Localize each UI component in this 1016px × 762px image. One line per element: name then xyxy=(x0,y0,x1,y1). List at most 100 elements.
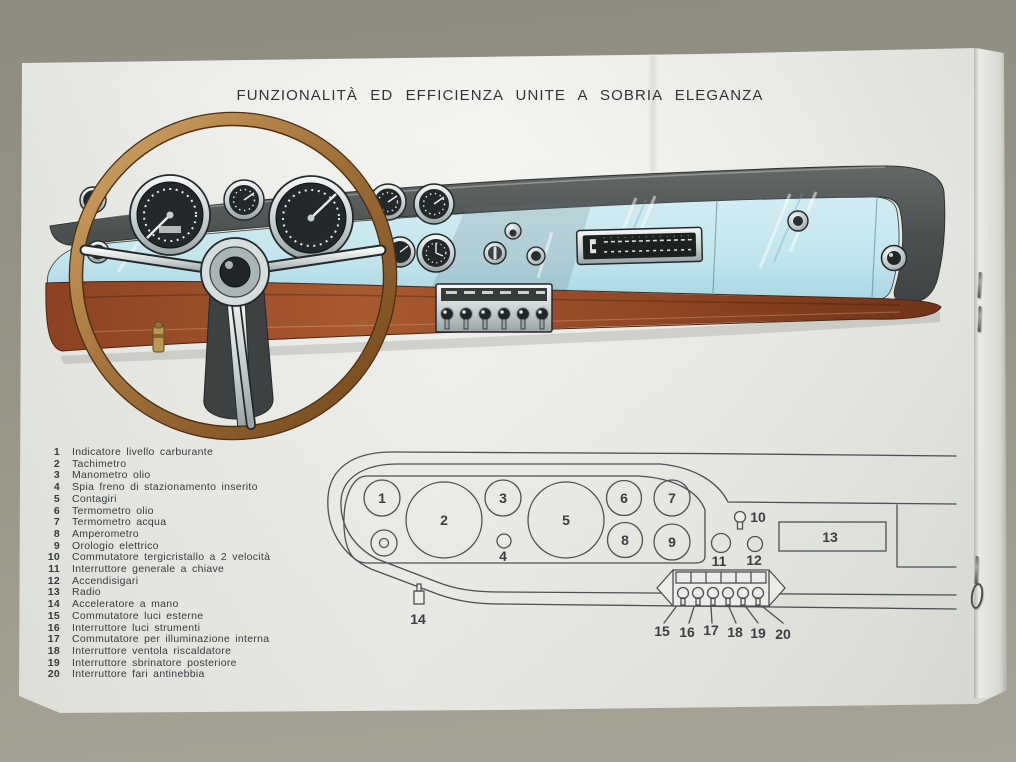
cigarette-lighter-knob xyxy=(526,246,546,266)
legend-item-label: Contagiri xyxy=(72,492,117,505)
legend-item-label: Indicatore livello carburante xyxy=(72,446,214,458)
svg-text:6: 6 xyxy=(620,490,628,506)
svg-text:7: 7 xyxy=(668,490,676,506)
steering-column xyxy=(203,291,274,431)
panel-light-knob xyxy=(787,210,809,232)
wiper-switch-knob xyxy=(504,222,522,240)
radio xyxy=(575,226,704,266)
diagram-hand-throttle-icon xyxy=(413,583,425,605)
legend-item-number: 2 xyxy=(53,457,60,470)
svg-text:10: 10 xyxy=(750,509,766,525)
diagram-switch-panel xyxy=(656,569,786,624)
diagram-switch-10-icon xyxy=(733,510,747,530)
svg-text:3: 3 xyxy=(499,490,507,506)
svg-text:19: 19 xyxy=(750,625,766,641)
switch-panel xyxy=(435,283,553,333)
legend-item-number: 19 xyxy=(47,656,60,669)
steering-hub xyxy=(200,237,270,307)
page-title: FUNZIONALITÀ ED EFFICIENZA UNITE A SOBRI… xyxy=(236,87,764,104)
svg-text:13: 13 xyxy=(822,529,838,545)
legend-item: 17 Commutatore per illuminazione interna xyxy=(46,634,366,646)
legend-item: 12 Accendisigari xyxy=(46,574,366,588)
svg-text:20: 20 xyxy=(775,626,791,642)
legend-item-number: 14 xyxy=(47,598,60,611)
clock-gauge xyxy=(416,233,456,273)
legend-item-label: Manometro olio xyxy=(72,469,151,482)
legend-item-label: Accendisigari xyxy=(72,574,139,587)
legend-item: 9 Orologio elettrico xyxy=(46,539,366,553)
end-cap-knob xyxy=(880,244,908,272)
legend-item-number: 3 xyxy=(53,469,60,482)
diagram-callout-numbers: 1 2 3 4 5 6 7 8 9 10 11 12 13 14 15 16 1… xyxy=(378,490,838,642)
legend-item-number: 9 xyxy=(53,539,60,552)
staple-top-1 xyxy=(977,271,982,299)
legend-item-number: 12 xyxy=(47,574,60,587)
diagram-radio-box xyxy=(778,521,887,552)
legend-item-number: 13 xyxy=(47,586,60,599)
legend-item-number: 6 xyxy=(53,504,60,517)
speedometer-gauge xyxy=(129,174,211,256)
choke-pull-knob xyxy=(152,321,165,353)
tachometer-gauge xyxy=(268,175,354,261)
legend-item-label: Termometro olio xyxy=(72,504,154,517)
legend-item-number: 17 xyxy=(47,633,60,646)
svg-text:9: 9 xyxy=(668,534,676,550)
legend-item: 6 Termometro olio xyxy=(46,504,366,518)
legend-item-label: Termometro acqua xyxy=(72,516,167,529)
legend-item-label: Interruttore fari antinebbia xyxy=(72,668,205,681)
svg-text:12: 12 xyxy=(746,552,762,568)
legend-item: 10 Commutatore tergicristallo a 2 velocit… xyxy=(46,552,366,564)
legend-item: 3 Manometro olio xyxy=(46,470,366,482)
legend-item-label: Spia freno di stazionamento inserito xyxy=(72,481,258,494)
svg-text:17: 17 xyxy=(703,622,719,638)
legend-item-label: Commutatore per illuminazione interna xyxy=(72,633,270,646)
legend-item: 14 Acceleratore a mano xyxy=(46,598,366,611)
svg-text:1: 1 xyxy=(378,490,386,506)
oil-pressure-gauge xyxy=(223,179,265,221)
legend-item: 16 Interruttore luci strumenti xyxy=(46,621,366,635)
legend-item-label: Interruttore luci strumenti xyxy=(72,621,201,634)
legend-item-number: 16 xyxy=(47,621,60,634)
wood-dash xyxy=(45,280,942,352)
legend-item-label: Acceleratore a mano xyxy=(72,598,179,611)
dash-top-pad xyxy=(49,165,946,304)
fuel-gauge xyxy=(79,186,107,214)
legend-item-label: Commutatore tergicristallo a 2 velocità xyxy=(72,551,271,564)
legend-item-label: Radio xyxy=(72,586,101,599)
legend-item: 20 Interruttore fari antinebbia xyxy=(46,669,366,681)
legend-item-number: 15 xyxy=(47,609,60,622)
paper-crease xyxy=(648,56,658,256)
svg-text:4: 4 xyxy=(499,548,507,564)
legend-item-label: Orologio elettrico xyxy=(72,539,159,552)
svg-text:16: 16 xyxy=(679,624,695,640)
dash-shadow xyxy=(60,312,940,364)
oil-temp-gauge xyxy=(369,183,407,221)
water-temp-gauge xyxy=(413,183,455,225)
legend-item-number: 8 xyxy=(53,527,60,540)
ignition-key-switch xyxy=(483,241,507,265)
svg-text:14: 14 xyxy=(410,611,426,627)
instrument-panel-face xyxy=(47,191,900,302)
legend-item-number: 20 xyxy=(47,668,60,681)
steering-wheel xyxy=(68,111,398,441)
legend-item-label: Interruttore generale a chiave xyxy=(72,563,225,576)
staple-bottom-loop xyxy=(969,582,985,610)
warning-lamp xyxy=(86,240,110,264)
svg-text:5: 5 xyxy=(562,512,570,528)
staple-top-2 xyxy=(977,305,982,333)
legend-item-number: 10 xyxy=(47,551,60,564)
staple-bottom xyxy=(974,555,979,585)
legend-item-number: 11 xyxy=(48,563,60,576)
